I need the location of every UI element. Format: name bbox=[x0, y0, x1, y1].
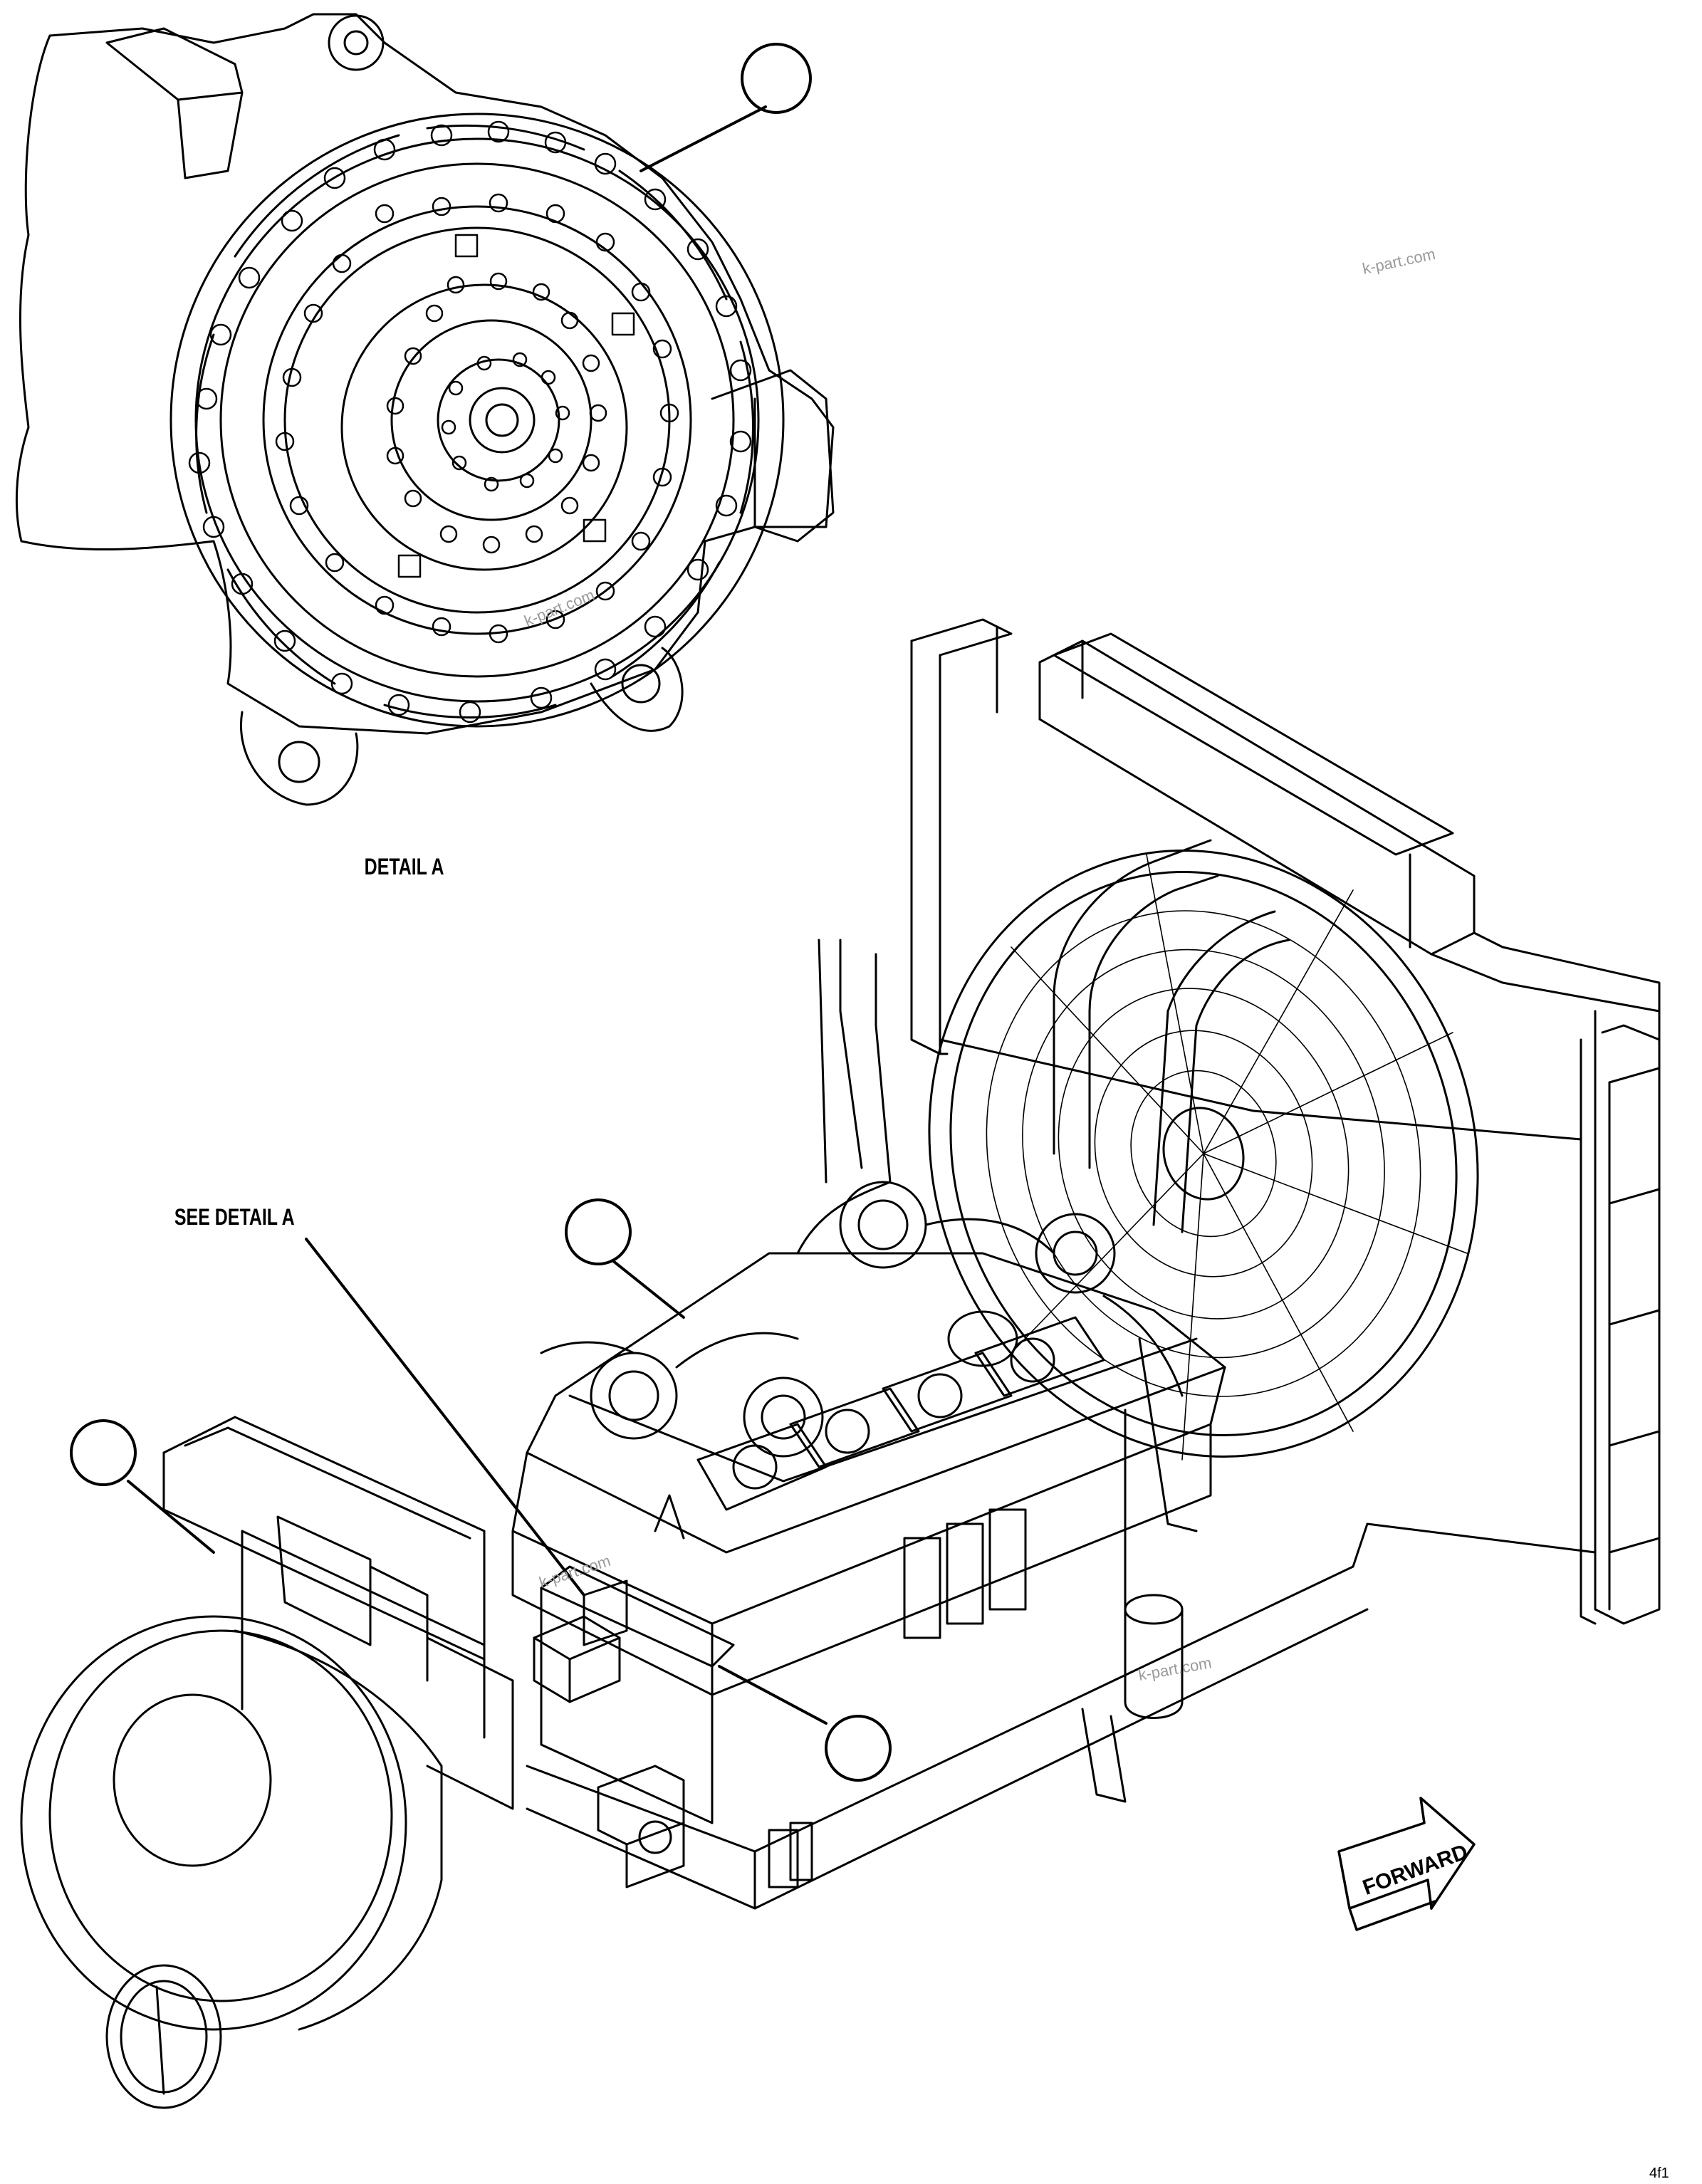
generator-blower bbox=[20, 1416, 735, 2109]
leader-lines bbox=[127, 105, 827, 1725]
see-detail-a-label: SEE DETAIL A bbox=[174, 1205, 295, 1231]
forward-arrow bbox=[1337, 1797, 1476, 1931]
forward-label: FORWARD bbox=[1359, 1840, 1471, 1900]
callout-frame-bottom bbox=[825, 1715, 892, 1782]
watermark-1: k-part.com bbox=[1361, 245, 1437, 278]
radiator-frame bbox=[910, 618, 1661, 1625]
sheet-code: 4f1 bbox=[1649, 2165, 1669, 2181]
detail-a-flywheel-housing bbox=[15, 13, 835, 806]
detail-a-bolts bbox=[188, 120, 752, 723]
detail-a-label: DETAIL A bbox=[365, 855, 444, 880]
callout-left-duct bbox=[70, 1419, 137, 1486]
base-frame bbox=[526, 1522, 1597, 1910]
callout-turbo bbox=[565, 1198, 632, 1265]
watermark-2: k-part.com bbox=[522, 586, 597, 630]
engine-block bbox=[511, 1181, 1226, 1803]
coolant-pipes bbox=[818, 839, 1290, 1233]
watermark-4: k-part.com bbox=[1137, 1653, 1213, 1684]
junction-box bbox=[533, 1615, 621, 1703]
callout-detail-top bbox=[741, 43, 812, 114]
radiator-fan bbox=[928, 850, 1479, 1461]
